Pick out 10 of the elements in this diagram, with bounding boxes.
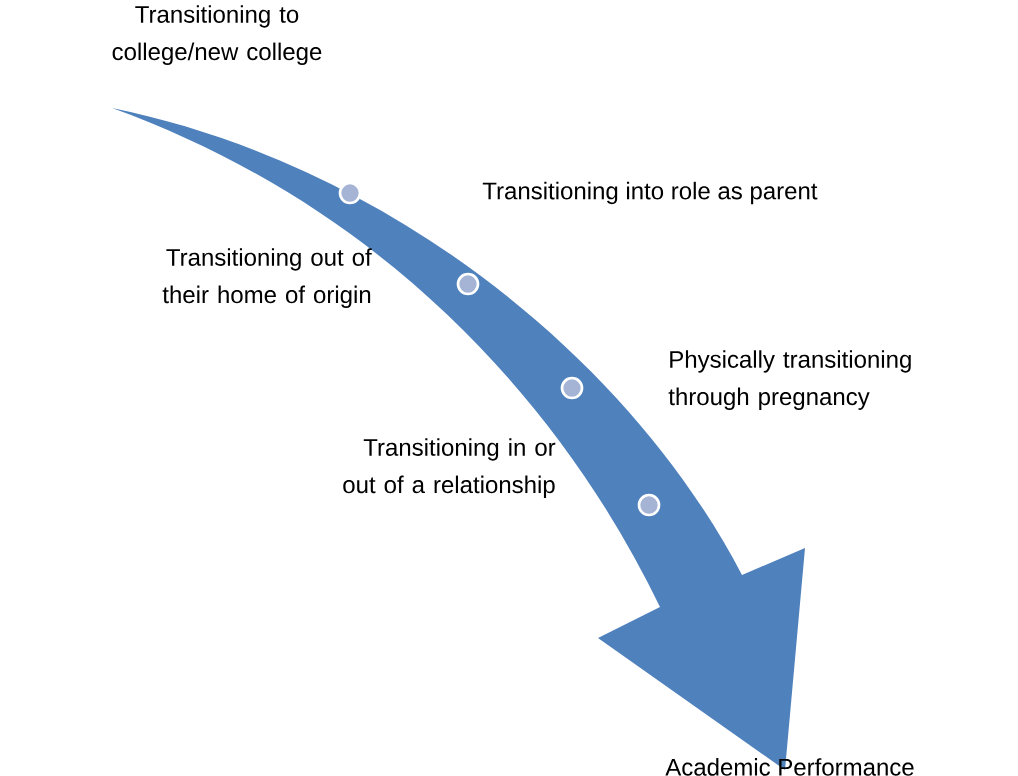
dot-marker (338, 181, 362, 205)
dot-marker (560, 376, 584, 400)
text-label: Physically transitioning through pregnancy (668, 350, 911, 410)
text-label: Transitioning in or out of a relationship (343, 438, 556, 498)
dot-marker (456, 272, 480, 296)
dot-marker (637, 493, 661, 517)
text-label: Academic Performance (665, 758, 914, 776)
text-label: Transitioning into role as parent (482, 181, 818, 205)
text-label: Transitioning out of their home of origin (162, 248, 372, 308)
text-label: Transitioning to college/new college (112, 5, 322, 65)
